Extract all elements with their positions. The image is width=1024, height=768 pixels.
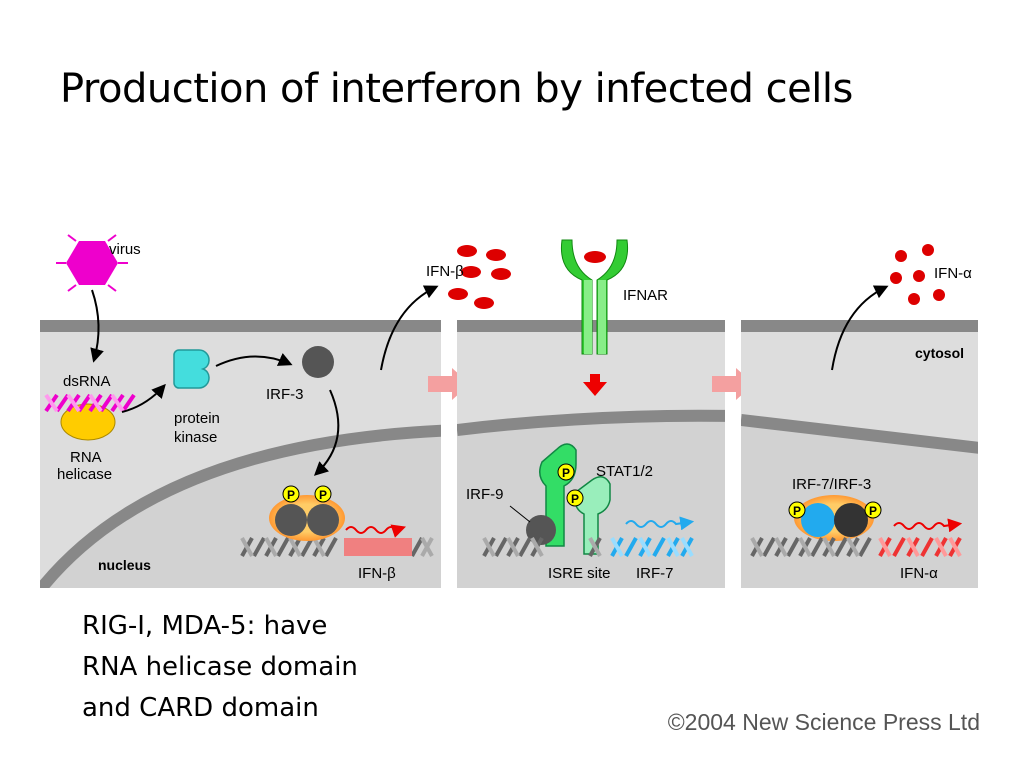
ifn-beta-secretion-arrow: [380, 285, 439, 371]
ifn-alpha-secreted-label: IFN-α: [934, 265, 972, 282]
ifn-alpha-gene: [878, 537, 962, 557]
irf3-monomer-icon: [307, 504, 339, 536]
ifn-beta-secreted-label: IFN-β: [426, 263, 464, 280]
ifn-beta-molecules: [448, 245, 511, 309]
phosphate-label: P: [571, 492, 579, 506]
nuclear-envelope: [741, 414, 978, 454]
isre-label: ISRE site: [548, 565, 611, 582]
irf7-gene: [610, 537, 694, 557]
irf7-icon: [801, 503, 835, 537]
cytosol-label: cytosol: [915, 345, 964, 361]
panel-ifn-alpha-production: IFN-α cytosol IRF-7/IRF-3 P P IFN-α: [741, 244, 978, 588]
rna-helicase-label-line1: RNA: [70, 449, 102, 466]
irf3-nuclear-import-arrow: [313, 389, 340, 476]
transcription-arrow: [625, 516, 695, 531]
slide-title: Production of interferon by infected cel…: [60, 66, 853, 112]
panel-viral-sensing: virus dsRNA RNA helicase protein kinase …: [40, 234, 441, 588]
rna-helicase-label-line2: helicase: [57, 466, 112, 483]
dsrna-icon: [44, 393, 136, 413]
nucleus-label: nucleus: [98, 557, 151, 573]
phosphate-icon: [864, 501, 882, 519]
phosphate-icon: [314, 485, 332, 503]
caption-line: RNA helicase domain: [82, 652, 358, 682]
irf9-label: IRF-9: [466, 486, 504, 503]
phosphate-icon: [557, 463, 575, 481]
phosphate-label: P: [287, 488, 295, 502]
protein-kinase-label-line2: kinase: [174, 429, 217, 446]
ifn-beta-gene-label: IFN-β: [358, 565, 396, 582]
plasma-membrane: [741, 320, 978, 332]
irf3-icon: [834, 503, 868, 537]
phosphate-icon: [282, 485, 300, 503]
plasma-membrane: [40, 320, 441, 332]
irf-complex-label: IRF-7/IRF-3: [792, 476, 871, 493]
stat-label: STAT1/2: [596, 463, 653, 480]
signal-arrow: [583, 374, 607, 396]
slide-caption: RIG-I, MDA-5: have RNA helicase domain a…: [82, 606, 358, 729]
ifn-alpha-molecules: [890, 244, 945, 305]
ifn-beta-gene: [344, 538, 412, 556]
ifnar-receptor-icon: [560, 239, 629, 355]
ifn-alpha-secretion-arrow: [831, 285, 889, 371]
caption-line: and CARD domain: [82, 693, 319, 723]
caption-line: RIG-I, MDA-5: have: [82, 611, 328, 641]
phosphate-icon: [566, 489, 584, 507]
phosphate-label: P: [319, 488, 327, 502]
virus-entry-arrow: [90, 289, 104, 363]
phosphate-icon: [788, 501, 806, 519]
nuclear-envelope: [457, 409, 725, 436]
virus-label: virus: [109, 241, 141, 258]
irf3-label: IRF-3: [266, 386, 304, 403]
irf3-icon: [302, 346, 334, 378]
dna-strand: [750, 537, 872, 557]
dna-strand: [240, 537, 434, 557]
nuclear-envelope: [40, 424, 441, 588]
protein-kinase-label-line1: protein: [174, 410, 220, 427]
irf7-gene-label: IRF-7: [636, 565, 674, 582]
transcription-arrow: [893, 518, 963, 533]
phosphate-label: P: [869, 504, 877, 518]
phosphate-label: P: [793, 504, 801, 518]
copyright-notice: ©2004 New Science Press Ltd: [667, 709, 980, 735]
virus-icon: [56, 234, 128, 292]
transcription-arrow: [345, 524, 406, 538]
irf3-monomer-icon: [275, 504, 307, 536]
protein-kinase-icon: [173, 349, 210, 389]
ifn-alpha-gene-label: IFN-α: [900, 565, 938, 582]
irf9-pointer: [509, 505, 531, 523]
dsrna-label: dsRNA: [63, 373, 111, 390]
panel-ifn-signaling: IFN-β IFNAR P P STAT1/2 IRF-9: [426, 239, 725, 588]
dna-strand: [482, 537, 602, 557]
kinase-to-irf3-arrow: [215, 353, 293, 367]
rna-helicase-icon: [60, 403, 116, 441]
ifnar-label: IFNAR: [623, 287, 668, 304]
nucleus-region: [41, 430, 441, 588]
phosphate-label: P: [562, 466, 570, 480]
helicase-to-kinase-arrow: [121, 383, 166, 413]
